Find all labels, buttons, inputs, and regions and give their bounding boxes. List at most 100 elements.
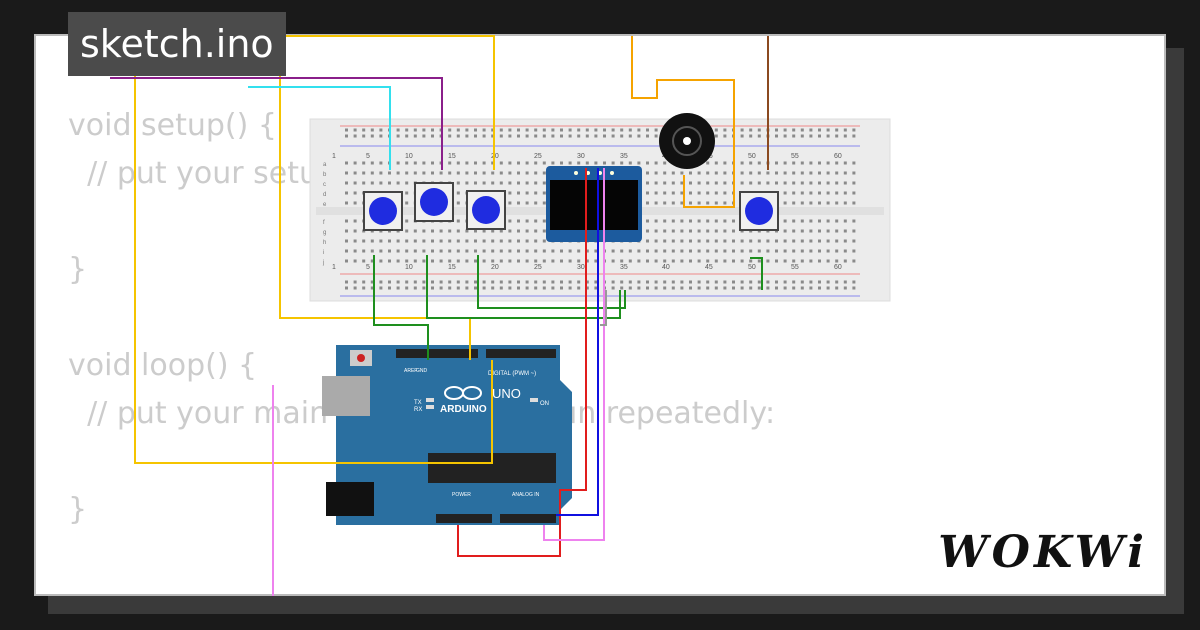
- breadboard-hole: [697, 286, 701, 290]
- breadboard-hole: [775, 239, 778, 243]
- breadboard-hole: [405, 181, 409, 185]
- breadboard-hole: [405, 280, 409, 284]
- breadboard-hole: [826, 280, 830, 284]
- breadboard-hole: [740, 171, 744, 175]
- breadboard-hole: [689, 239, 692, 243]
- push-button-3[interactable]: [466, 190, 506, 230]
- breadboard-hole: [757, 128, 761, 132]
- buzzer[interactable]: [659, 113, 715, 169]
- column-number: 1: [332, 153, 336, 160]
- breadboard-hole: [370, 286, 374, 290]
- breadboard-hole: [723, 219, 727, 223]
- push-button-4[interactable]: [739, 191, 779, 231]
- breadboard-hole: [680, 229, 684, 233]
- breadboard-hole: [611, 286, 615, 290]
- breadboard-hole: [628, 259, 632, 263]
- push-button-1[interactable]: [363, 191, 403, 231]
- breadboard-hole: [396, 161, 400, 165]
- breadboard-hole: [835, 161, 839, 165]
- column-number: 1: [332, 264, 336, 271]
- tx-led-label: TX: [414, 400, 422, 406]
- breadboard-hole: [646, 259, 649, 263]
- breadboard-hole: [474, 171, 477, 175]
- breadboard-hole: [405, 171, 409, 175]
- breadboard-hole: [353, 219, 357, 223]
- breadboard-hole: [706, 286, 710, 290]
- breadboard-hole: [594, 128, 598, 132]
- breadboard-hole: [439, 171, 443, 175]
- column-number: 60: [834, 264, 842, 271]
- breadboard-hole: [706, 239, 710, 243]
- breadboard-hole: [568, 161, 572, 165]
- analog-header: [500, 514, 556, 523]
- breadboard-hole: [757, 280, 761, 284]
- breadboard-hole: [482, 161, 486, 165]
- breadboard-hole: [560, 286, 563, 290]
- breadboard-hole: [482, 239, 486, 243]
- file-tab[interactable]: sketch.ino: [68, 12, 286, 76]
- breadboard-hole: [517, 229, 520, 233]
- breadboard-hole: [697, 229, 701, 233]
- arduino-uno[interactable]: ARDUINO UNO DIGITAL (PWM ~) POWER ANALOG…: [322, 345, 572, 525]
- breadboard-hole: [766, 249, 770, 253]
- breadboard-hole: [783, 259, 787, 263]
- breadboard[interactable]: 1 5 10 15 20 25 30 35 40 45 50 55 60 1 5…: [309, 118, 891, 302]
- breadboard-hole: [766, 171, 770, 175]
- wire-green-4: [750, 257, 763, 290]
- breadboard-hole: [345, 286, 348, 290]
- breadboard-hole: [551, 161, 555, 165]
- breadboard-hole: [525, 134, 529, 138]
- breadboard-hole: [413, 239, 417, 243]
- breadboard-hole: [482, 286, 486, 290]
- breadboard-hole: [413, 249, 417, 253]
- breadboard-hole: [843, 191, 847, 195]
- breadboard-hole: [448, 134, 452, 138]
- breadboard-hole: [405, 128, 409, 132]
- arduino-brand-label: ARDUINO: [440, 404, 487, 415]
- breadboard-hole: [818, 191, 821, 195]
- breadboard-hole: [835, 239, 839, 243]
- breadboard-hole: [723, 229, 727, 233]
- breadboard-hole: [714, 229, 718, 233]
- column-number: 25: [534, 264, 542, 271]
- breadboard-hole: [646, 280, 649, 284]
- breadboard-hole: [370, 280, 374, 284]
- breadboard-hole: [508, 134, 512, 138]
- breadboard-hole: [534, 161, 538, 165]
- breadboard-hole: [766, 286, 770, 290]
- row-letter: d: [323, 192, 326, 198]
- breadboard-hole: [611, 128, 615, 132]
- breadboard-hole: [611, 249, 615, 253]
- oled-display[interactable]: [546, 166, 642, 242]
- breadboard-hole: [697, 280, 701, 284]
- breadboard-hole: [388, 239, 391, 243]
- push-button-2[interactable]: [414, 182, 454, 222]
- breadboard-hole: [585, 134, 589, 138]
- breadboard-hole: [637, 161, 641, 165]
- breadboard-hole: [766, 259, 770, 263]
- breadboard-hole: [809, 134, 813, 138]
- breadboard-hole: [800, 181, 804, 185]
- breadboard-hole: [646, 181, 649, 185]
- breadboard-hole: [517, 181, 520, 185]
- breadboard-hole: [534, 201, 538, 205]
- breadboard-hole: [396, 280, 400, 284]
- breadboard-hole: [783, 171, 787, 175]
- breadboard-hole: [663, 280, 667, 284]
- rx-led: [426, 405, 434, 409]
- breadboard-hole: [482, 171, 486, 175]
- reset-button-cap[interactable]: [357, 354, 365, 362]
- breadboard-hole: [422, 171, 426, 175]
- breadboard-hole: [465, 286, 469, 290]
- row-letter: g: [323, 230, 326, 236]
- breadboard-hole: [560, 134, 563, 138]
- breadboard-hole: [663, 219, 667, 223]
- breadboard-hole: [809, 280, 813, 284]
- breadboard-hole: [525, 286, 529, 290]
- breadboard-hole: [732, 280, 735, 284]
- breadboard-hole: [353, 239, 357, 243]
- breadboard-hole: [792, 191, 796, 195]
- breadboard-hole: [775, 161, 778, 165]
- breadboard-hole: [370, 249, 374, 253]
- breadboard-hole: [448, 249, 452, 253]
